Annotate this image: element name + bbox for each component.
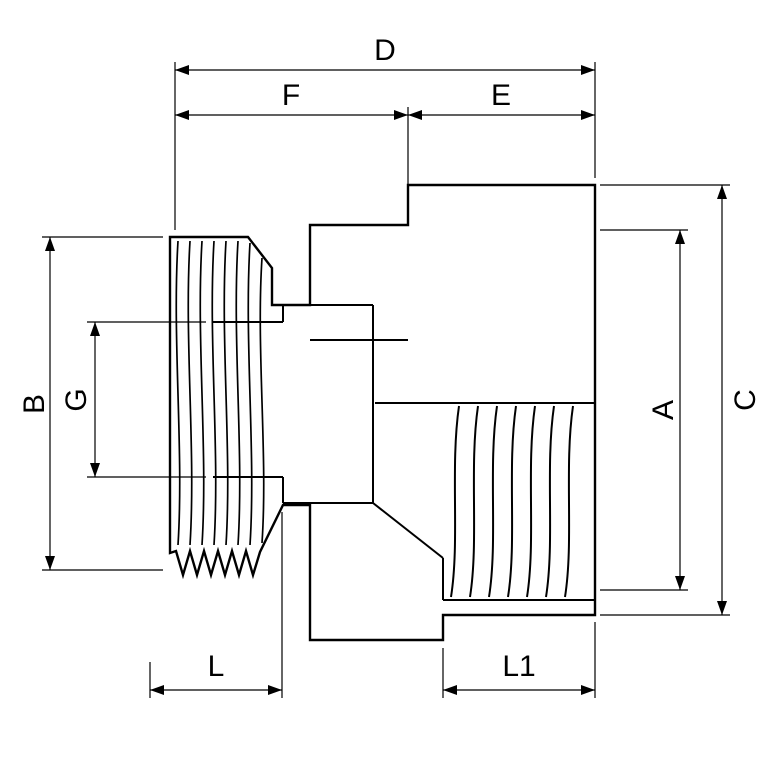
arrowhead (45, 237, 55, 251)
dim-label-e: E (491, 79, 511, 112)
arrowhead (175, 65, 189, 75)
arrowhead (717, 601, 727, 615)
arrowhead (45, 556, 55, 570)
male-thread-lines (175, 240, 265, 546)
arrowhead (90, 322, 100, 336)
arrowhead (175, 110, 189, 120)
arrowhead (150, 685, 164, 695)
dim-label-a: A (647, 400, 680, 420)
dimension-f: F (175, 79, 409, 218)
part-silhouette (168, 183, 597, 642)
dimension-g: G (60, 321, 206, 478)
dim-label-c: C (729, 389, 762, 411)
dimension-b: B (18, 236, 163, 571)
arrowhead (675, 230, 685, 244)
internal-bore-lines (213, 304, 595, 601)
dim-label-g: G (60, 388, 93, 411)
arrowhead (717, 185, 727, 199)
dimension-l1: L1 (442, 622, 596, 698)
arrowhead (581, 685, 595, 695)
dim-label-b: B (18, 394, 51, 414)
dim-label-l: L (208, 650, 225, 683)
arrowhead (268, 685, 282, 695)
arrowhead (90, 463, 100, 477)
dimension-c: C (600, 184, 762, 616)
arrowhead (394, 110, 408, 120)
dim-label-d: D (374, 34, 396, 67)
dimension-e: E (408, 79, 595, 120)
dim-label-f: F (282, 79, 300, 112)
part-body (168, 183, 597, 642)
arrowhead (581, 65, 595, 75)
dimension-l: L (149, 512, 283, 698)
arrowhead (443, 685, 457, 695)
female-thread-lines (450, 405, 574, 598)
arrowhead (408, 110, 422, 120)
dimension-d: D (174, 34, 596, 230)
arrowhead (581, 110, 595, 120)
dimension-a: A (600, 229, 688, 591)
dim-label-l1: L1 (502, 650, 535, 683)
arrowhead (675, 576, 685, 590)
